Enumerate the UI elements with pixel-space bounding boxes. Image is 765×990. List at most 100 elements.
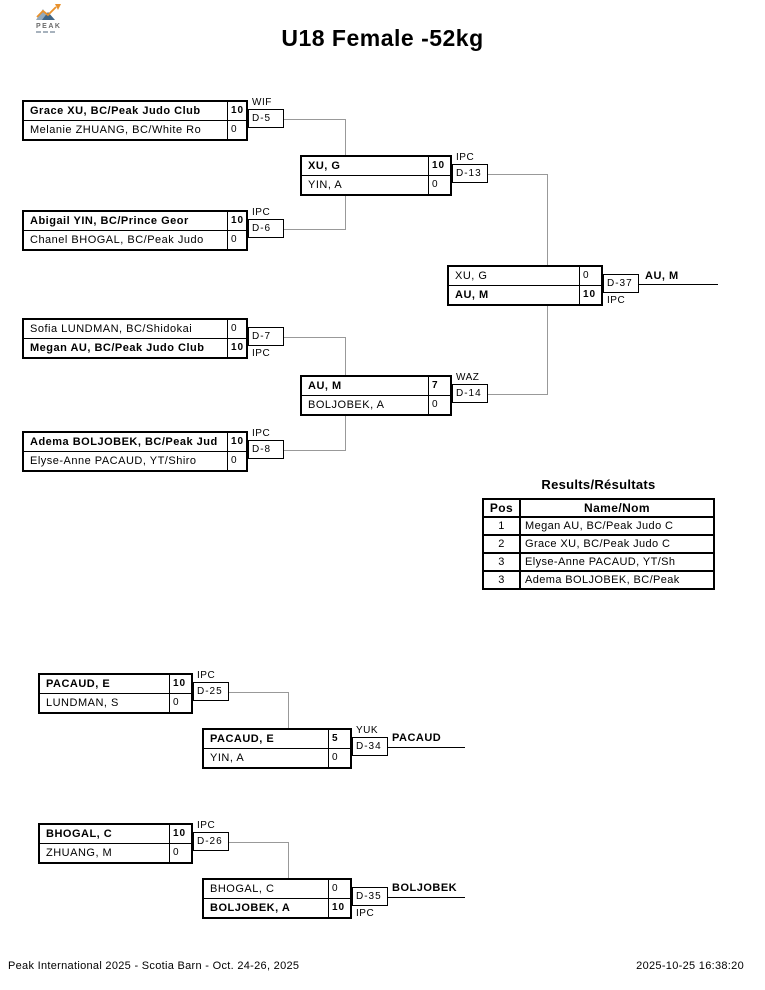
match-box-d14: AU, M 7 BOLJOBEK, A 0	[300, 375, 452, 416]
page-title: U18 Female -52kg	[281, 25, 484, 51]
competitor-row: YIN, A 0	[302, 175, 450, 194]
competitor-row: XU, G 0	[449, 267, 601, 285]
competitor-row: Abigail YIN, BC/Prince Geor 10	[24, 212, 246, 230]
connector-line	[284, 450, 345, 451]
win-type-label: IPC	[252, 207, 271, 218]
match-box-d7: Sofia LUNDMAN, BC/Shidokai 0 Megan AU, B…	[22, 318, 248, 359]
match-box-d34: PACAUD, E 5 YIN, A 0	[202, 728, 352, 769]
competitor-row: BHOGAL, C 0	[204, 880, 350, 898]
bronze-winner-name: PACAUD	[392, 732, 442, 744]
match-box-d26: BHOGAL, C 10 ZHUANG, M 0	[38, 823, 193, 864]
connector-line	[488, 174, 547, 175]
competitor-score: 0	[231, 323, 238, 334]
competitor-row: AU, M 7	[302, 377, 450, 395]
competitor-row: BHOGAL, C 10	[40, 825, 191, 843]
competitor-score: 10	[432, 160, 446, 171]
competitor-row: ZHUANG, M 0	[40, 843, 191, 862]
gold-winner-name: AU, M	[645, 270, 679, 282]
win-type-label: WAZ	[456, 372, 480, 383]
connector-line	[547, 306, 548, 395]
connector-line	[229, 842, 288, 843]
connector-line	[547, 174, 548, 265]
winner-line	[388, 747, 465, 748]
win-type-label: IPC	[252, 428, 271, 439]
logo-text: PEAK	[36, 23, 61, 30]
competitor-score: 0	[332, 883, 339, 894]
match-code-box: D-13	[452, 164, 488, 183]
connector-line	[288, 692, 289, 728]
competitor-score: 10	[231, 215, 245, 226]
win-type-label: IPC	[356, 908, 375, 919]
competitor-name: LUNDMAN, S	[40, 694, 170, 712]
competitor-row: PACAUD, E 5	[204, 730, 350, 748]
table-row: 2 Grace XU, BC/Peak Judo C	[482, 534, 715, 554]
match-box-d8: Adema BOLJOBEK, BC/Peak Jud 10 Elyse-Ann…	[22, 431, 248, 472]
winner-line	[388, 897, 465, 898]
win-type-label: IPC	[252, 348, 271, 359]
match-code-box: D-7	[248, 327, 284, 346]
competitor-name: PACAUD, E	[40, 675, 170, 693]
win-type-label: IPC	[607, 295, 626, 306]
competitor-name: YIN, A	[204, 749, 329, 767]
match-code-box: D-26	[193, 832, 229, 851]
competitor-score: 0	[231, 124, 238, 135]
connector-line	[229, 692, 288, 693]
bronze-winner-name: BOLJOBEK	[392, 882, 458, 894]
competitor-score: 0	[173, 697, 180, 708]
result-name: Grace XU, BC/Peak Judo C	[519, 534, 715, 554]
competitor-score: 5	[332, 733, 339, 744]
competitor-row: PACAUD, E 10	[40, 675, 191, 693]
table-row: 1 Megan AU, BC/Peak Judo C	[482, 516, 715, 536]
connector-line	[345, 337, 346, 375]
peak-logo: PEAK	[34, 3, 70, 42]
match-code-box: D-37	[603, 274, 639, 293]
match-box-d25: PACAUD, E 10 LUNDMAN, S 0	[38, 673, 193, 714]
connector-line	[284, 119, 345, 120]
connector-line	[345, 119, 346, 155]
competitor-score: 7	[432, 380, 439, 391]
competitor-name: BOLJOBEK, A	[302, 396, 429, 414]
competitor-name: Sofia LUNDMAN, BC/Shidokai	[24, 320, 228, 338]
competitor-score: 0	[231, 234, 238, 245]
results-table: Pos Name/Nom 1 Megan AU, BC/Peak Judo C …	[482, 498, 715, 590]
competitor-row: Chanel BHOGAL, BC/Peak Judo 0	[24, 230, 246, 249]
win-type-label: IPC	[197, 820, 216, 831]
competitor-score: 0	[583, 270, 590, 281]
competitor-row: YIN, A 0	[204, 748, 350, 767]
competitor-score: 0	[432, 179, 439, 190]
competitor-name: BHOGAL, C	[40, 825, 170, 843]
competitor-row: AU, M 10	[449, 285, 601, 304]
connector-line	[345, 416, 346, 451]
match-code-box: D-5	[248, 109, 284, 128]
win-type-label: IPC	[197, 670, 216, 681]
result-name: Elyse-Anne PACAUD, YT/Sh	[519, 552, 715, 572]
competitor-score: 10	[231, 105, 245, 116]
result-pos: 3	[482, 552, 521, 572]
match-code-box: D-25	[193, 682, 229, 701]
result-name: Adema BOLJOBEK, BC/Peak	[519, 570, 715, 590]
competitor-row: Melanie ZHUANG, BC/White Ro 0	[24, 120, 246, 139]
win-type-label: IPC	[456, 152, 475, 163]
win-type-label: YUK	[356, 725, 379, 736]
competitor-row: BOLJOBEK, A 10	[204, 898, 350, 917]
results-header-pos: Pos	[482, 498, 521, 518]
results-header-name: Name/Nom	[519, 498, 715, 518]
competitor-score: 10	[583, 289, 597, 300]
competitor-row: Sofia LUNDMAN, BC/Shidokai 0	[24, 320, 246, 338]
competitor-row: Grace XU, BC/Peak Judo Club 10	[24, 102, 246, 120]
competitor-name: Adema BOLJOBEK, BC/Peak Jud	[24, 433, 228, 451]
competitor-name: Grace XU, BC/Peak Judo Club	[24, 102, 228, 120]
match-box-d35: BHOGAL, C 0 BOLJOBEK, A 10	[202, 878, 352, 919]
win-type-label: WIF	[252, 97, 272, 108]
result-name: Megan AU, BC/Peak Judo C	[519, 516, 715, 536]
competitor-score: 10	[173, 828, 187, 839]
connector-line	[284, 229, 345, 230]
event-footer: Peak International 2025 - Scotia Barn - …	[8, 960, 300, 972]
competitor-name: Elyse-Anne PACAUD, YT/Shiro	[24, 452, 228, 470]
match-box-d6: Abigail YIN, BC/Prince Geor 10 Chanel BH…	[22, 210, 248, 251]
match-code-box: D-14	[452, 384, 488, 403]
results-title: Results/Résultats	[541, 477, 656, 492]
table-row: 3 Adema BOLJOBEK, BC/Peak	[482, 570, 715, 590]
match-box-d5: Grace XU, BC/Peak Judo Club 10 Melanie Z…	[22, 100, 248, 141]
